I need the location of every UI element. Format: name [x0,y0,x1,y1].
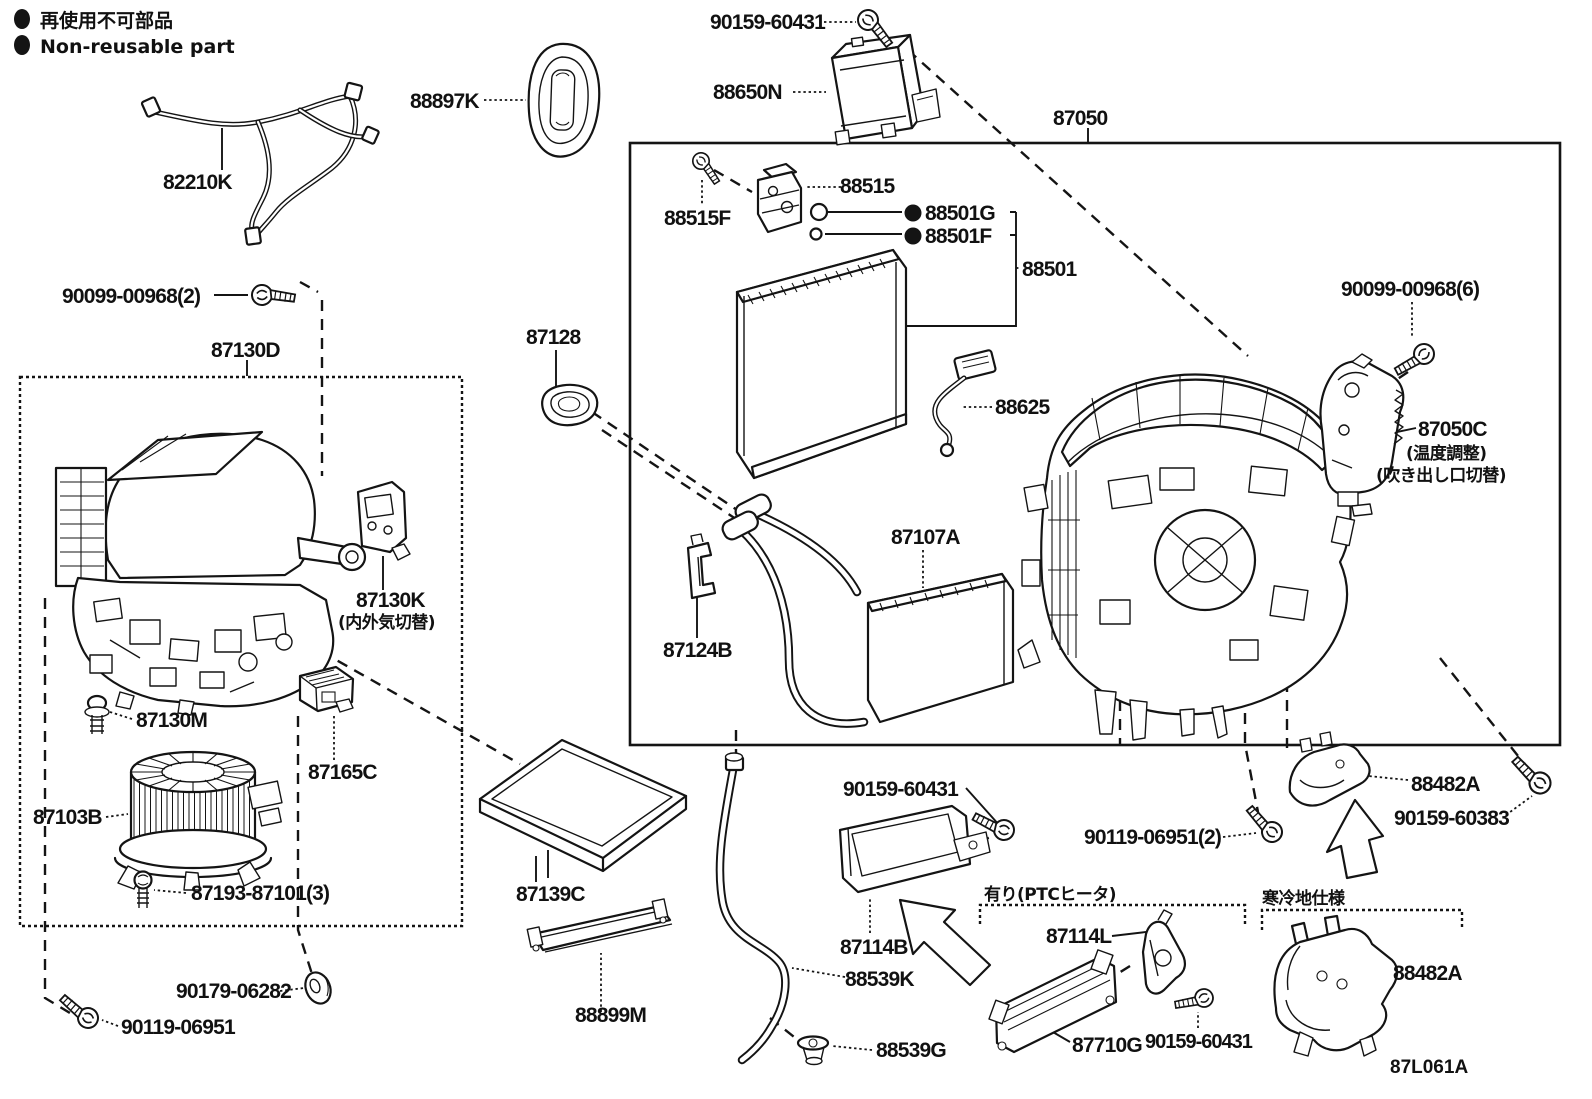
grommet-87128-drawing [541,383,599,427]
part-label-88897K: 88897K [410,90,479,113]
strip-88899M-drawing [526,898,673,953]
section-label-cold-region: 寒冷地仕様 [1262,888,1346,909]
screw-90159-60383-drawing [1504,754,1556,799]
part-label-88625: 88625 [995,396,1051,419]
part-label-88482A-cold: 88482A [1393,962,1462,985]
filter-87139C-drawing [478,738,688,873]
wire-harness-82210K-drawing [140,81,380,246]
legend-jp: 再使用不可部品 [40,9,173,32]
part-label-90099-00968-6: 90099-00968(6) [1341,278,1479,301]
legend-en: Non-reusable part [40,36,235,58]
ptc-heater-87114B-drawing [838,804,991,894]
note-outlet-switch: (吹き出し口切替) [1376,465,1506,486]
note-intake-switch: (内外気切替) [338,612,435,633]
direction-arrow-icon [898,898,992,987]
part-label-88501F: 88501F [925,225,992,248]
intake-servo-87130K-drawing [356,480,411,561]
screw-87130M-drawing [84,694,110,734]
bracket-88482A-drawing [1288,731,1371,807]
servo-87050C-drawing [1319,353,1405,517]
expansion-valve-88515-drawing [756,162,803,234]
drain-hose-88539K-drawing [715,752,790,1065]
part-label-87165C: 87165C [308,761,377,784]
part-label-87139C: 87139C [516,883,585,906]
bolt-87193-drawing [133,870,153,908]
non-reusable-marker-icon [14,35,30,55]
part-label-87128: 87128 [526,326,582,349]
heater-core-87107A-drawing [721,493,1015,728]
ptc-bracket-87114L-drawing [1141,909,1186,995]
part-label-87130M: 87130M [136,709,207,732]
part-label-82210K: 82210K [163,171,232,194]
non-reusable-marker-icon [904,227,922,245]
part-label-90099-00968-2: 90099-00968(2) [62,285,200,308]
screw-88515F-drawing [688,148,728,187]
part-label-87050C: 87050C [1418,418,1487,441]
part-label-87114L: 87114L [1046,925,1112,948]
part-label-87107A: 87107A [891,526,960,549]
part-label-88899M: 88899M [575,1004,646,1027]
part-label-88539G: 88539G [876,1039,946,1062]
part-label-87130K: 87130K [356,589,425,612]
cold-region-section-bracket [1260,908,1464,930]
part-label-87130D: 87130D [211,339,280,362]
label-leader-lines-dotted [101,21,1533,1051]
screw-90099-00968-2-drawing [250,280,297,307]
part-label-90159-60431-top: 90159-60431 [710,11,826,34]
nut-90179-06282-drawing [304,971,332,1005]
part-label-90159-60383: 90159-60383 [1394,807,1509,830]
amplifier-88650N-drawing [830,33,941,146]
part-label-88539K: 88539K [845,968,914,991]
evaporator-88501-drawing [735,248,908,480]
thermistor-88625-drawing [932,349,997,458]
part-label-87124B: 87124B [663,639,732,662]
legend: 再使用不可部品 Non-reusable part [14,9,235,58]
resistor-87165C-drawing [298,665,355,713]
part-label-88501: 88501 [1022,258,1078,281]
cold-duct-88482A-drawing [1273,914,1399,1057]
non-reusable-marker-icon [14,9,30,29]
part-label-87114B: 87114B [840,936,908,959]
direction-arrow-icon [1325,798,1385,880]
pad-88897K-drawing [527,42,601,158]
blower-motor-87103B-drawing [113,750,283,891]
screw-90119-06951-2-drawing [1238,803,1287,847]
clamp-87124B-drawing [686,533,717,600]
ptc-section-bracket [978,903,1247,924]
part-label-88501G: 88501G [925,202,995,225]
part-label-87050: 87050 [1053,107,1108,130]
screw-90159-60431-ptc-drawing [1172,985,1217,1020]
non-reusable-marker-icon [904,204,922,222]
blower-housing-drawing [54,430,367,716]
section-label-ptc: 有り(PTCヒータ) [984,884,1116,905]
figure-code: 87L061A [1390,1057,1468,1078]
drain-grommet-88539G-drawing [796,1035,830,1066]
part-label-87193-87101-3: 87193-87101(3) [191,882,329,905]
hvac-unit-body-drawing [1017,373,1356,741]
part-label-90159-60431-mid: 90159-60431 [843,778,959,801]
part-label-90159-60431-ptc: 90159-60431 [1145,1031,1253,1053]
part-label-88515: 88515 [840,175,896,198]
part-label-88482A: 88482A [1411,773,1480,796]
screw-90119-06951-drawing [53,993,103,1033]
part-label-90119-06951-2: 90119-06951(2) [1084,826,1221,849]
part-label-87710G: 87710G [1072,1034,1142,1057]
part-label-90179-06282: 90179-06282 [176,980,291,1003]
part-label-88650N: 88650N [713,81,782,104]
oring-88501F-drawing [809,227,823,241]
part-label-90119-06951: 90119-06951 [121,1016,236,1039]
part-label-87103B: 87103B [33,806,102,829]
ptc-assy-87710G-drawing [988,949,1118,1054]
hvac-unit-87050-box [628,141,1562,747]
oring-88501G-drawing [809,202,829,222]
note-temp-adjust: (温度調整) [1406,443,1487,464]
blower-assy-87130D-box [18,375,464,928]
part-label-88515F: 88515F [664,207,731,230]
